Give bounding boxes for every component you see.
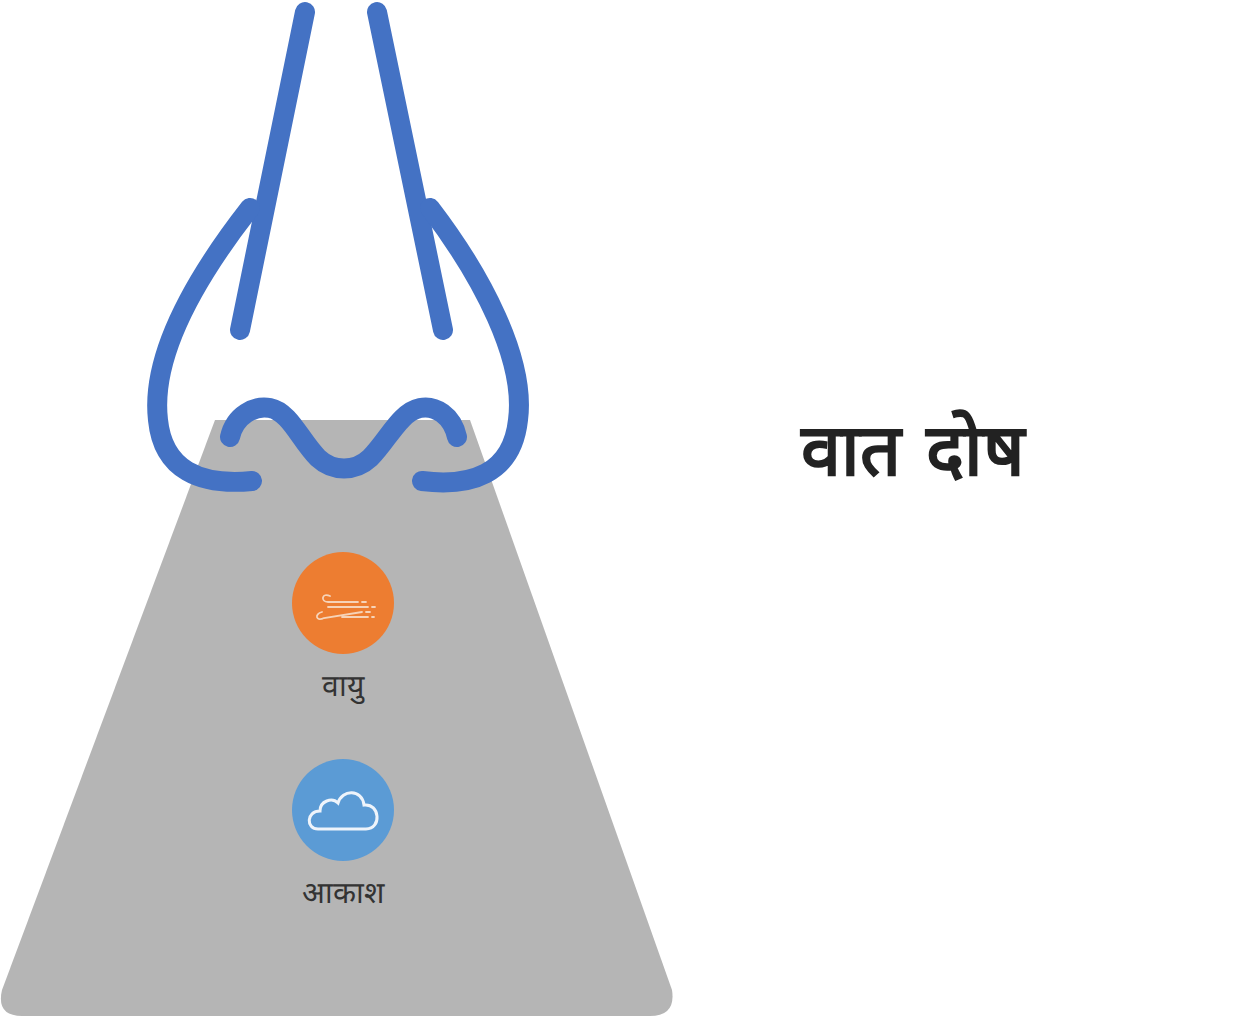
element-circle bbox=[292, 759, 394, 861]
wind-icon bbox=[317, 595, 375, 619]
element-node: वायु bbox=[292, 552, 394, 704]
element-label: वायु bbox=[322, 668, 364, 704]
nose-wing-right bbox=[422, 208, 519, 482]
element-circle bbox=[292, 552, 394, 654]
title: वात दोष bbox=[801, 407, 1025, 493]
nose-bridge-right bbox=[377, 12, 443, 330]
element-label: आकाश bbox=[302, 875, 384, 911]
circle-fill bbox=[292, 759, 394, 861]
circle-fill bbox=[292, 552, 394, 654]
nostrils bbox=[230, 407, 457, 468]
nose-outline bbox=[157, 12, 519, 482]
cloud-icon bbox=[309, 793, 377, 829]
nose-bridge-left bbox=[240, 12, 305, 330]
element-node: आकाश bbox=[292, 759, 394, 911]
grey-ground bbox=[1, 420, 673, 1016]
